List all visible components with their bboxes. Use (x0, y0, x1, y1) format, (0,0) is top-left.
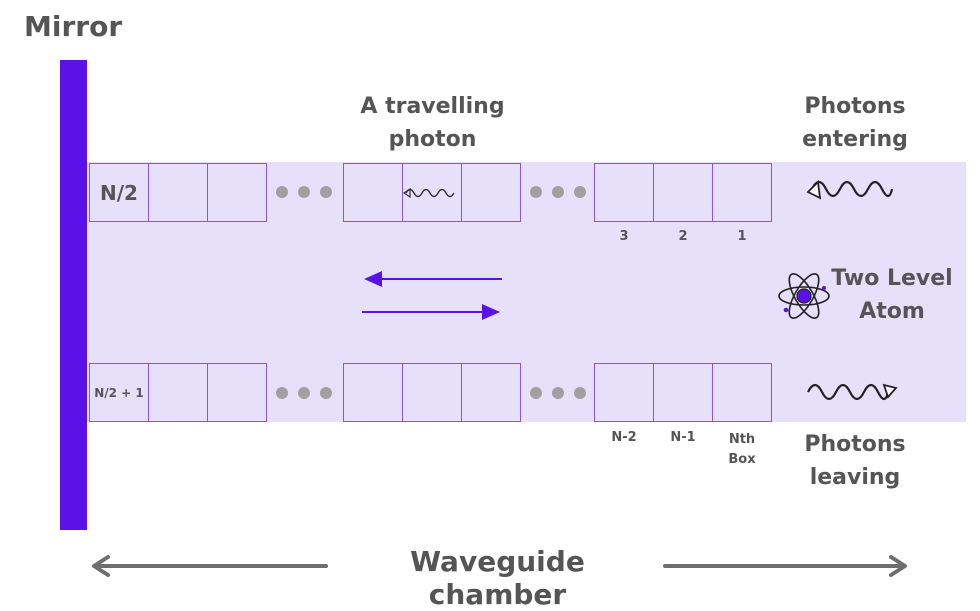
photons-leaving-icon (807, 383, 898, 401)
two-level-atom-label: Two Level Atom (831, 266, 953, 324)
top-box (207, 163, 267, 222)
mirror (60, 60, 87, 530)
bottom-box (461, 363, 521, 422)
ellipsis-dot (552, 186, 564, 198)
travelling-photon-label: A travelling photon (360, 94, 505, 152)
bottom-box-number: N-1 (670, 430, 696, 445)
bottom-box-number: N-2 (611, 430, 637, 445)
top-box-number: 1 (737, 229, 747, 244)
atom-icon (778, 273, 830, 319)
photons-entering-label: Photons entering (802, 94, 908, 152)
chamber-right-arrow (663, 555, 907, 577)
top-box-number: 3 (619, 229, 629, 244)
ellipsis-dot (298, 186, 310, 198)
mirror-label: Mirror (24, 10, 123, 43)
top-box-number: 2 (678, 229, 688, 244)
bottom-box-label: N/2 + 1 (94, 385, 144, 400)
ellipsis-dot (298, 387, 310, 399)
bottom-box-number: Nth Box (728, 432, 756, 467)
waveguide-chamber (86, 162, 966, 422)
bottom-box (207, 363, 267, 422)
top-box-1 (712, 163, 772, 222)
ellipsis-dot (530, 186, 542, 198)
travelling-photon-icon (402, 187, 455, 199)
photons-entering-icon (806, 180, 894, 200)
ellipsis-dot (320, 186, 332, 198)
ellipsis-dot (276, 186, 288, 198)
diagram-graphics (92, 180, 907, 577)
top-box-label: N/2 (100, 180, 138, 205)
chamber-left-arrow (92, 555, 328, 577)
ellipsis-dot (320, 387, 332, 399)
photons-leaving-label: Photons leaving (804, 432, 906, 490)
ellipsis-dot (530, 387, 542, 399)
ellipsis-dot (552, 387, 564, 399)
ellipsis-dot (574, 186, 586, 198)
bottom-box-nth (712, 363, 772, 422)
top-box (461, 163, 521, 222)
ellipsis-dot (574, 387, 586, 399)
ellipsis-dot (276, 387, 288, 399)
